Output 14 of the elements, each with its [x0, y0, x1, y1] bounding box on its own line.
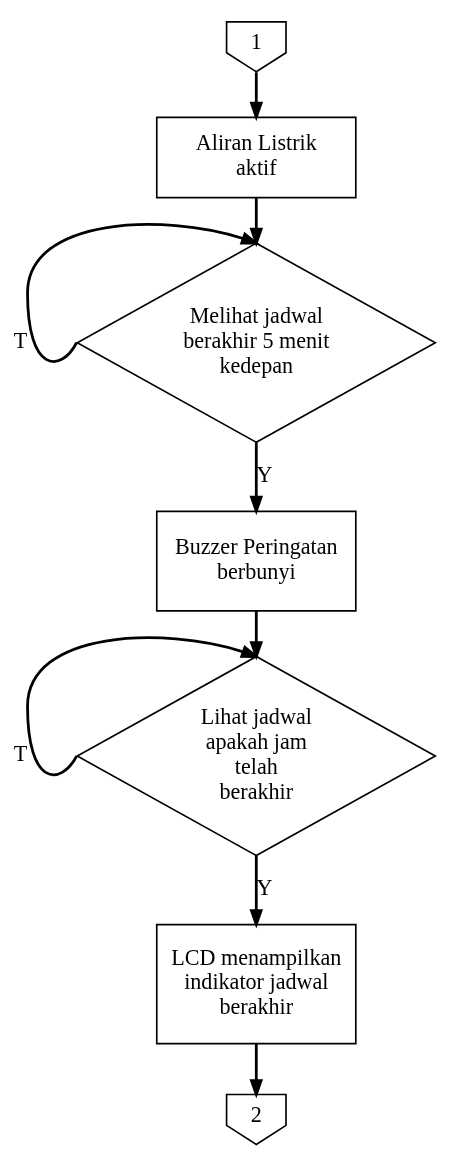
edge-label: T: [13, 740, 28, 766]
node-diamond: Lihat jadwal apakah jam telah berakhir: [75, 655, 437, 856]
arrow: [249, 1043, 264, 1099]
arrow: [249, 197, 264, 247]
node-box: Aliran Listrik aktif: [155, 116, 357, 198]
arrow: [26, 635, 261, 776]
node-box: Buzzer Peringatan berbunyi: [155, 510, 357, 612]
node-box: LCD menampilkan indikator jadwal berakhir: [155, 923, 357, 1044]
arrow: [249, 71, 264, 121]
arrow: [26, 222, 261, 363]
arrow: [249, 442, 264, 515]
arrow: [249, 610, 264, 660]
arrow: [249, 855, 264, 929]
edge-label: T: [13, 327, 28, 353]
